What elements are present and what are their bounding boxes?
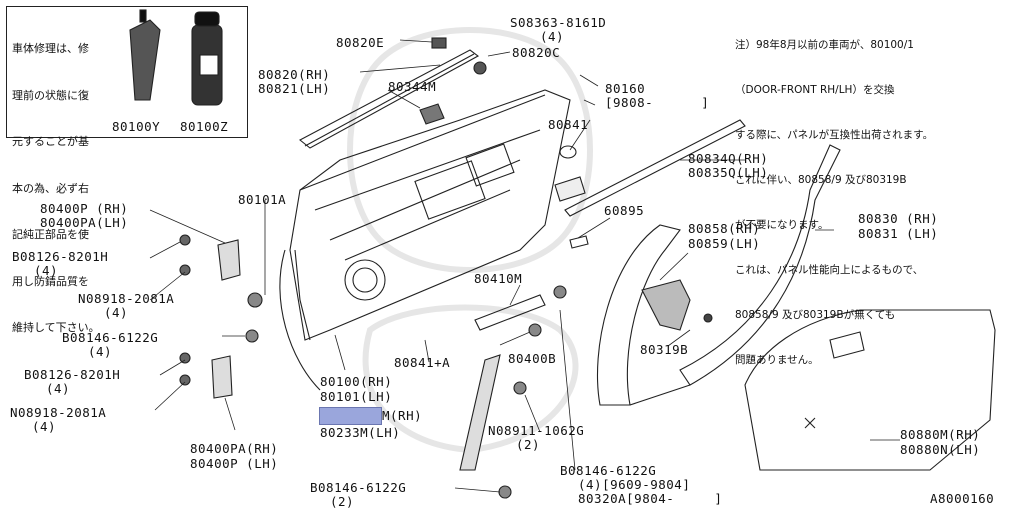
part-label-80320A: 80320A[9804- ] <box>578 491 723 506</box>
part-label-80820: 80820(RH) <box>258 67 331 82</box>
note-line: が不要になります。 <box>735 219 829 231</box>
part-label-08146-b: B08146-6122G <box>560 463 657 478</box>
part-label-80820C: 80820C <box>512 45 561 60</box>
spray-can-icon <box>191 11 223 106</box>
part-label-08146-c: B08146-6122G <box>310 480 407 495</box>
part-label-80858: 80858(RH) <box>688 221 761 236</box>
part-label-08911: N08911-1062G <box>488 423 585 438</box>
part-label-80344M: 80344M <box>388 79 437 94</box>
part-label-08363: S08363-8161D <box>510 15 607 30</box>
compatibility-note: 注）98年8月以前の車両が、80100/1 （DOOR-FRONT RH/LH）… <box>735 8 933 398</box>
repair-notice-box <box>6 6 248 138</box>
part-label-08126-b-qty: (4) <box>46 381 71 396</box>
door-seal-80830 <box>597 224 681 406</box>
part-label-80841: 80841 <box>548 117 589 132</box>
part-label-08146-c-qty: (2) <box>330 494 355 509</box>
part-label-08126-a-qty: (4) <box>34 263 59 278</box>
clip-80820C <box>473 61 487 75</box>
molding-80820 <box>299 49 480 149</box>
part-label-80400PA-rh: 80400PA(RH) <box>190 441 279 456</box>
hinge-lower-80400PA <box>211 355 233 399</box>
repair-notice-text: 車体修理は、修 理前の状態に復 元することが基 本の為、必ず右 記純正部品を使 … <box>12 10 100 367</box>
part-label-80820E: 80820E <box>336 35 385 50</box>
note-line: 問題ありません。 <box>735 354 819 366</box>
deflector-80858 <box>641 279 691 331</box>
part-label-80835Q: 80835Q(LH) <box>688 165 769 180</box>
part-label-80232: M(RH) <box>382 408 423 423</box>
part-label-80841A: 80841+A <box>394 355 451 370</box>
part-label-08918-b: N08918-2081A <box>10 405 107 420</box>
part-label-80400PA-lh: 80400PA(LH) <box>40 215 129 230</box>
part-label-80160-date: [9808- ] <box>605 95 710 110</box>
part-label-08126-b: B08126-8201H <box>24 367 121 382</box>
notice-line: 本の為、必ず右 <box>12 181 89 195</box>
weatherstrip-80834Q <box>564 119 746 217</box>
note-line: （DOOR-FRONT RH/LH）を交換 <box>735 84 895 96</box>
door-seal-80830-outer <box>679 144 841 386</box>
part-label-08918-a: N08918-2081A <box>78 291 175 306</box>
part-label-80233: 80233M(LH) <box>320 425 401 440</box>
notice-line: 車体修理は、修 <box>12 42 89 55</box>
notice-line: 用し防錆品質を <box>12 274 89 288</box>
part-label-80400B: 80400B <box>508 351 557 366</box>
door-check-80410M <box>474 294 546 331</box>
part-label-80831: 80831 (LH) <box>858 226 939 241</box>
note-line: 80858/9 及び80319Bが無くても <box>735 309 896 321</box>
hinge-upper-80400P <box>217 239 241 281</box>
clip-80344M <box>419 103 445 125</box>
part-label-80101A: 80101A <box>238 192 287 207</box>
watermark-emblem <box>347 27 593 454</box>
part-label-80410M: 80410M <box>474 271 523 286</box>
part-label-80834Q: 80834Q(RH) <box>688 151 769 166</box>
door-glass-80880M <box>744 309 996 471</box>
note-line: する際に、パネルが互換性出荷されます。 <box>735 129 934 141</box>
clip-80820E <box>431 37 447 49</box>
part-label-80160: 80160 <box>605 81 646 96</box>
part-80100Y: 80100Y <box>112 119 161 134</box>
part-label-80101: 80101(LH) <box>320 389 393 404</box>
notice-line: 記純正部品を使 <box>12 228 89 241</box>
part-label-08918-b-qty: (4) <box>32 419 57 434</box>
note-line: これに伴い、80858/9 及び80319B <box>735 174 907 186</box>
diagram-reference-code: A8000160 <box>930 491 995 506</box>
part-label-80100: 80100(RH) <box>320 374 393 389</box>
part-label-08363-qty: (4) <box>540 29 565 44</box>
note-line: これは、パネル性能向上によるもので、 <box>735 264 924 276</box>
part-label-80880M: 80880M(RH) <box>900 427 981 442</box>
molding-80820-inner <box>304 53 475 147</box>
notice-line: 理前の状態に復 <box>12 88 89 102</box>
notice-line: 元することが基 <box>12 135 89 148</box>
highlight-marker <box>319 407 382 425</box>
part-label-80319B: 80319B <box>640 342 689 357</box>
part-label-08146-a: B08146-6122G <box>62 330 159 345</box>
part-80100Z: 80100Z <box>180 119 229 134</box>
part-label-80859: 80859(LH) <box>688 236 761 251</box>
part-label-08146-a-qty: (4) <box>88 344 113 359</box>
part-label-80400P-lh: 80400P (LH) <box>190 456 279 471</box>
part-label-60895: 60895 <box>604 203 645 218</box>
note-line: 注）98年8月以前の車両が、80100/1 <box>735 39 914 51</box>
part-label-08911-qty: (2) <box>516 437 541 452</box>
part-label-08146-b-qty: (4)[9609-9804] <box>578 477 691 492</box>
door-frame-80101A <box>279 249 321 391</box>
part-label-08126-a: B08126-8201H <box>12 249 109 264</box>
part-label-08918-a-qty: (4) <box>104 305 129 320</box>
sealant-tube-icon <box>129 9 161 101</box>
part-label-80400P-rh: 80400P (RH) <box>40 201 129 216</box>
door-panel-80100 <box>289 89 571 341</box>
regulator-80320A <box>459 354 501 471</box>
part-label-80821: 80821(LH) <box>258 81 331 96</box>
part-label-80880N: 80880N(LH) <box>900 442 981 457</box>
part-label-80830: 80830 (RH) <box>858 211 939 226</box>
notice-line: 維持して下さい。 <box>12 321 100 334</box>
